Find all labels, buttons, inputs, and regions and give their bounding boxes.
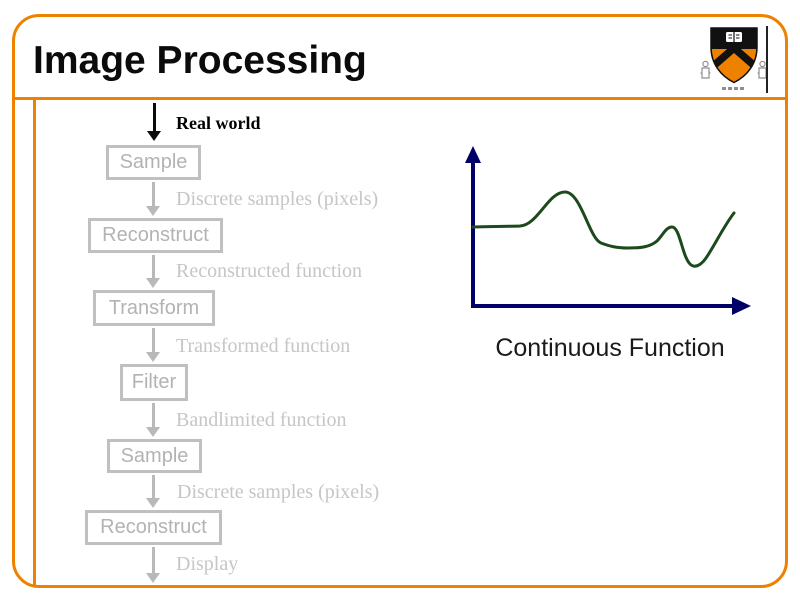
flow-arrow: [146, 403, 160, 437]
figure-caption: Continuous Function: [495, 334, 725, 362]
flow-arrow: [146, 255, 160, 288]
pipeline-box-reconstruct-1: Reconstruct: [88, 218, 223, 253]
pipeline-box-sample-2: Sample: [107, 439, 202, 473]
y-axis-arrowhead: [465, 146, 481, 163]
pipeline-label: Bandlimited function: [176, 409, 347, 431]
princeton-shield-icon: [700, 26, 768, 93]
pipeline-label: Discrete samples (pixels): [177, 481, 380, 503]
shield-chevron: [711, 43, 757, 73]
pipeline-input-label: Real world: [176, 113, 261, 133]
x-axis-arrowhead: [732, 297, 751, 315]
flow-arrow-input: [147, 103, 161, 141]
pipeline-box-sample-1: Sample: [106, 145, 201, 180]
pipeline-label: Reconstructed function: [176, 260, 363, 282]
pipeline-box-reconstruct-2: Reconstruct: [85, 510, 222, 545]
flow-arrow: [146, 182, 160, 216]
pipeline-box-filter: Filter: [120, 364, 188, 401]
title-separator-line: [12, 97, 788, 100]
pipeline-box-transform: Transform: [93, 290, 215, 326]
slide-border-frame: [12, 14, 788, 588]
slide-title: Image Processing: [33, 39, 367, 82]
continuous-function-figure: [465, 146, 751, 315]
flow-arrow: [146, 475, 160, 508]
pipeline-label: Display: [176, 553, 239, 575]
continuous-function-curve: [471, 190, 736, 268]
flow-arrow: [146, 328, 160, 362]
flow-arrow-display: [146, 547, 160, 583]
pipeline-label: Discrete samples (pixels): [176, 188, 379, 210]
pipeline-label: Transformed function: [176, 335, 351, 357]
left-accent-line: [33, 99, 36, 587]
